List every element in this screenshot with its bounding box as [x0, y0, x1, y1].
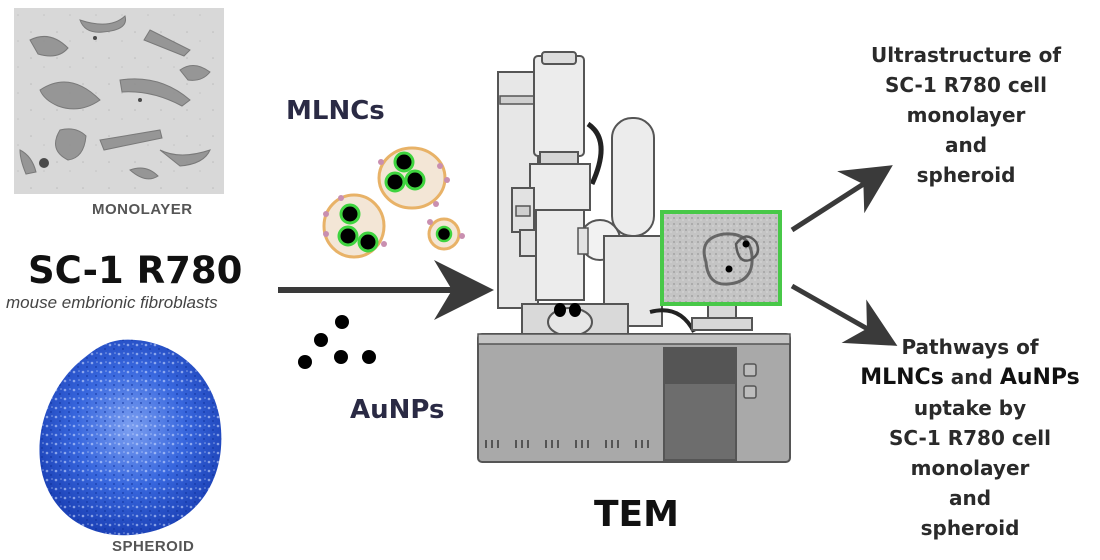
output-bottom-line: Pathways of	[901, 335, 1039, 359]
output-bottom-line: monolayer	[910, 456, 1030, 480]
output-arrow-bottom	[790, 283, 898, 346]
aunps-label: AuNPs	[350, 395, 445, 425]
aunps-term: AuNPs	[999, 365, 1080, 390]
mlnc-medium	[322, 193, 387, 259]
mlnc-large	[377, 146, 450, 210]
mlncs-label: MLNCs	[286, 96, 385, 126]
cell-line-description: mouse embrionic fibroblasts	[6, 293, 218, 312]
spheroid-label: SPHEROID	[112, 538, 195, 555]
output-bottom-line-terms: MLNCs and AuNPs	[846, 362, 1094, 393]
output-top-line: Ultrastructure of	[870, 43, 1062, 67]
output-bottom-text: Pathways of MLNCs and AuNPs uptake by SC…	[846, 332, 1094, 543]
tem-microscope	[477, 51, 791, 463]
output-top-line: SC-1 R780 cell	[885, 73, 1047, 97]
output-bottom-line: SC-1 R780 cell	[889, 426, 1051, 450]
output-top-line: monolayer	[906, 103, 1026, 127]
output-top-line: and	[944, 133, 988, 157]
mlncs-term: MLNCs	[860, 365, 944, 390]
and-connector: and	[950, 365, 993, 389]
spheroid-image	[39, 339, 222, 536]
output-bottom-line: uptake by	[913, 396, 1027, 420]
mlnc-particles	[322, 146, 465, 259]
output-bottom-line: spheroid	[920, 516, 1020, 540]
monolayer-label: MONOLAYER	[92, 201, 193, 218]
monolayer-image	[14, 8, 224, 194]
output-bottom-line: and	[948, 486, 992, 510]
output-top-line: spheroid	[916, 163, 1016, 187]
mlnc-small	[427, 217, 465, 251]
output-top-text: Ultrastructure of SC-1 R780 cell monolay…	[846, 40, 1086, 190]
cell-line-title: SC-1 R780	[28, 249, 243, 292]
tem-label: TEM	[594, 494, 679, 535]
aunp-particles	[298, 315, 376, 369]
output-arrow-top	[790, 165, 893, 233]
